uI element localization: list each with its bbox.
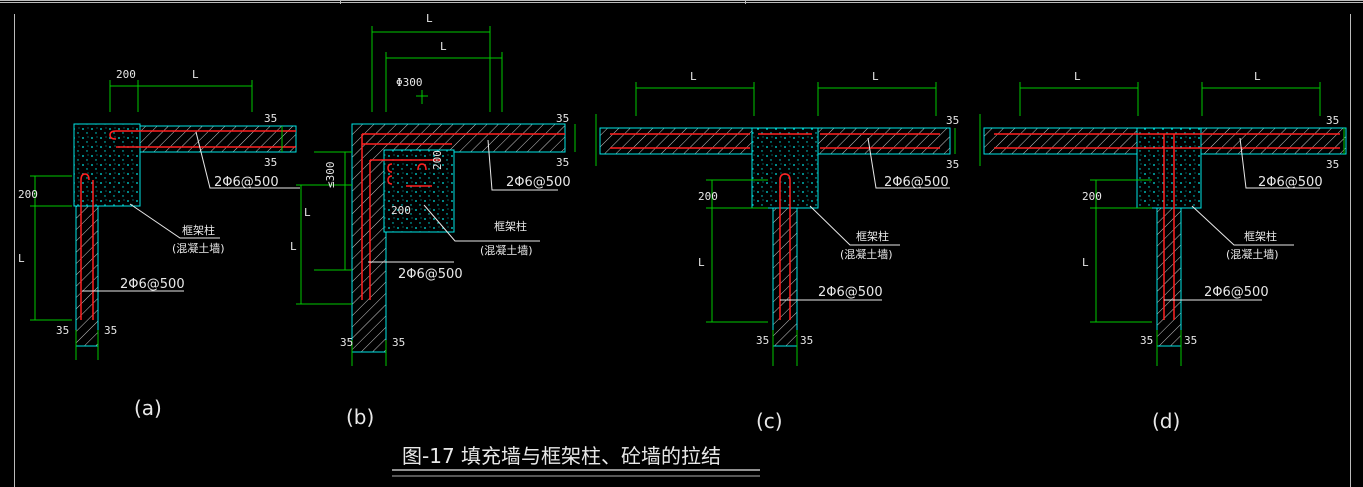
rebar-label-side: 2Φ6@500 [818, 285, 883, 300]
dim-l-side: L [18, 252, 25, 265]
column-sublabel: (混凝土墙) [172, 241, 225, 255]
drawing-title: 图-17 填充墙与框架柱、砼墙的拉结 [402, 444, 721, 468]
dimension-lines [595, 82, 956, 366]
dim-l-left: L [690, 70, 697, 83]
dim-35-b: 35 [556, 156, 569, 169]
panel-a: 200 L 35 35 200 L 35 35 2Φ6@500 2Φ6@500 … [18, 68, 300, 420]
rebar [80, 130, 296, 320]
rebar [361, 133, 565, 300]
dim-l-outer: L [426, 12, 433, 25]
dim-200-a: 200 [431, 150, 444, 170]
rebar-label-side: 2Φ6@500 [120, 277, 185, 292]
dim-35-br: 35 [800, 334, 813, 347]
vertical-wall [75, 205, 99, 347]
dim-l-left: L [1074, 70, 1081, 83]
dim-l-side: L [698, 256, 705, 269]
panel-caption: (d) [1152, 409, 1180, 433]
dim-200-side: 200 [18, 188, 38, 201]
dim-200-b: 200 [391, 204, 411, 217]
panel-b: L L Φ300 ≤300 L L 200 200 35 35 35 35 2Φ… [290, 12, 576, 429]
dim-l-side: L [1082, 256, 1089, 269]
dim-l-right: L [872, 70, 879, 83]
dim-l-side-2: L [290, 240, 297, 253]
panel-caption: (a) [134, 396, 162, 420]
column-label: 框架柱 [856, 229, 889, 243]
rebar-label-top: 2Φ6@500 [884, 175, 949, 190]
horizontal-wall [139, 125, 297, 153]
panel-caption: (c) [756, 409, 783, 433]
dim-35-b: 35 [1326, 158, 1339, 171]
dim-l-side: L [304, 206, 311, 219]
column-label: 框架柱 [1244, 229, 1277, 243]
dim-l-inner: L [440, 40, 447, 53]
dim-200-side: 200 [698, 190, 718, 203]
panel-d: L L 35 35 200 L 35 35 2Φ6@500 2Φ6@500 框架… [979, 70, 1347, 433]
dim-35-bl: 35 [56, 324, 69, 337]
dim-200-top: 200 [116, 68, 136, 81]
rebar [610, 133, 940, 320]
vertical-wall [1156, 207, 1182, 347]
dim-35-a: 35 [1326, 114, 1339, 127]
dim-35-br: 35 [1184, 334, 1197, 347]
rebar-label-side: 2Φ6@500 [1204, 285, 1269, 300]
rebar-label-top: 2Φ6@500 [506, 175, 571, 190]
column-sublabel: (混凝土墙) [480, 243, 533, 257]
rebar-label-side: 2Φ6@500 [398, 267, 463, 282]
dim-35-br: 35 [104, 324, 117, 337]
panel-caption: (b) [346, 405, 374, 429]
dimension-lines [296, 26, 576, 366]
dim-35-br: 35 [392, 336, 405, 349]
dim-35-bl: 35 [756, 334, 769, 347]
dim-le300: ≤300 [324, 162, 337, 189]
rebar [994, 133, 1340, 320]
dim-phi300: Φ300 [396, 76, 423, 89]
rebar-label-top: 2Φ6@500 [1258, 175, 1323, 190]
rebar-label-top: 2Φ6@500 [214, 175, 279, 190]
column-sublabel: (混凝土墙) [1226, 247, 1279, 261]
dim-35-bl: 35 [340, 336, 353, 349]
vertical-wall [772, 207, 798, 347]
dimension-lines [30, 80, 283, 360]
dim-35-a: 35 [946, 114, 959, 127]
dim-35-a: 35 [264, 112, 277, 125]
column-label: 框架柱 [494, 219, 527, 233]
dim-35-b: 35 [264, 156, 277, 169]
dim-35-b: 35 [946, 158, 959, 171]
drawing-title-block: 图-17 填充墙与框架柱、砼墙的拉结 [392, 444, 760, 477]
panel-c: L L 35 35 200 L 35 35 2Φ6@500 2Φ6@500 框架… [595, 70, 959, 433]
column-sublabel: (混凝土墙) [840, 247, 893, 261]
dim-l-right: L [1254, 70, 1261, 83]
dim-l-top: L [192, 68, 199, 81]
dimension-lines [979, 82, 1345, 366]
dim-35-a: 35 [556, 112, 569, 125]
column-label: 框架柱 [182, 223, 215, 237]
dim-35-bl: 35 [1140, 334, 1153, 347]
dim-200-side: 200 [1082, 190, 1102, 203]
